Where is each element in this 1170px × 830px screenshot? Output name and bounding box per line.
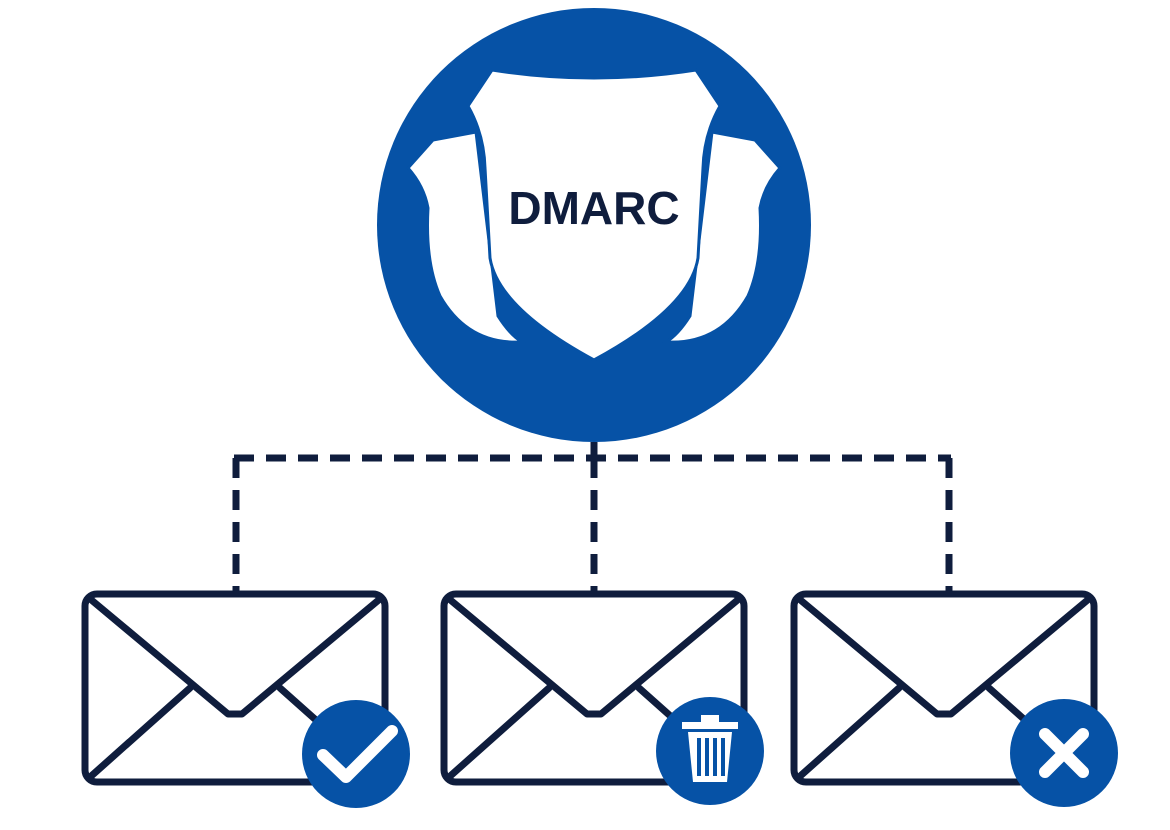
shield-right-wing (660, 130, 783, 344)
shield-icon (405, 68, 783, 362)
envelope-reject (790, 590, 1118, 807)
status-badge-reject (1010, 699, 1118, 807)
shield-center (466, 68, 722, 362)
trash-icon (682, 715, 738, 782)
x-icon (1039, 728, 1089, 778)
envelope-quarantine (440, 590, 764, 805)
shield-left-wing (405, 130, 528, 344)
checkmark-icon (317, 725, 398, 783)
shield-label: DMARC (508, 182, 679, 234)
dashed-connectors (232, 442, 953, 592)
envelope-pass (81, 590, 410, 808)
dmarc-badge: DMARC (377, 8, 811, 442)
status-badge-quarantine (656, 697, 764, 805)
status-badge-pass (302, 700, 410, 808)
